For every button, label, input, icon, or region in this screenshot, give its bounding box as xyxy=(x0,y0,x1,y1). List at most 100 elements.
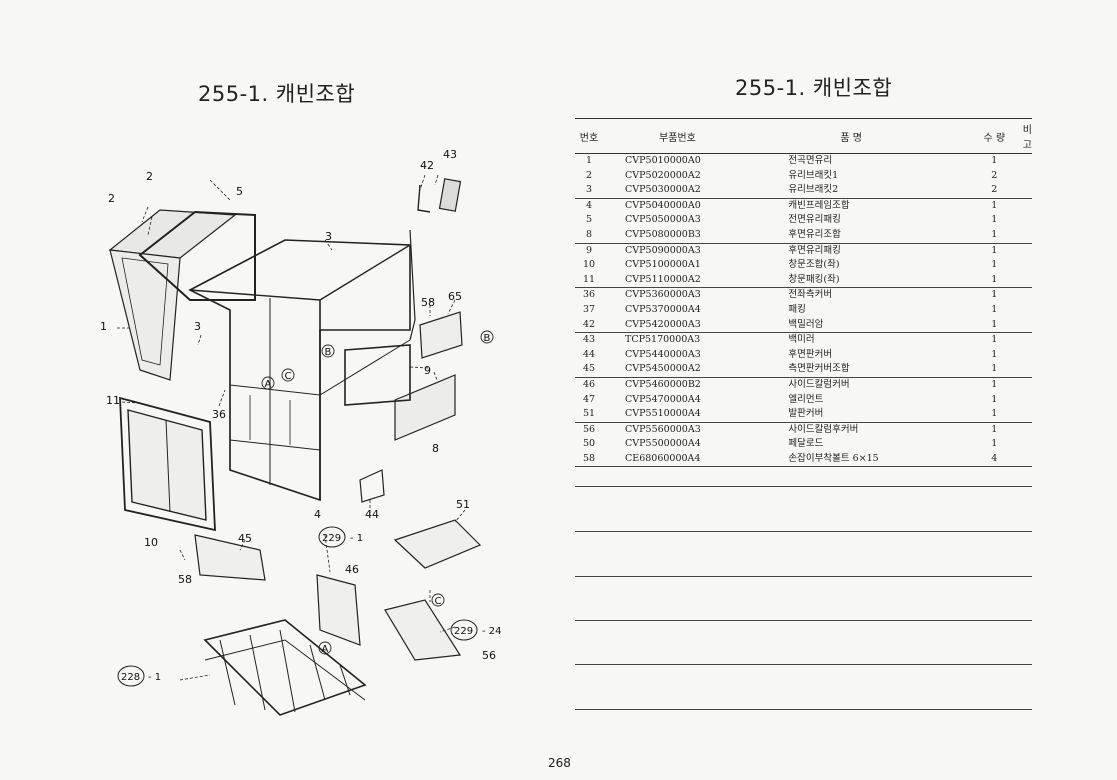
blank-rule xyxy=(575,531,1032,532)
cell-qty: 2 xyxy=(973,183,1015,199)
cell-part-number: TCP5170000A3 xyxy=(625,334,701,346)
cell-remark xyxy=(1015,288,1032,303)
cell-part-number: CVP5020000A2 xyxy=(625,169,701,181)
cell-no: 44 xyxy=(582,348,596,360)
marker-c-upper: C xyxy=(285,371,292,382)
callout-43: 43 xyxy=(443,148,457,161)
cell-no: 10 xyxy=(582,259,596,271)
cell-qty: 1 xyxy=(973,227,1015,244)
header-name: 품 명 xyxy=(770,118,974,154)
cell-qty: 1 xyxy=(991,303,998,315)
cell-remark xyxy=(1015,393,1032,408)
rear-packing-shape xyxy=(344,344,411,406)
callout-45: 45 xyxy=(238,532,252,545)
cell-part-number: CVP5050000A3 xyxy=(625,214,701,226)
cell-no: 36 xyxy=(582,289,596,301)
cell-qty: 1 xyxy=(991,378,998,390)
callout-9: 9 xyxy=(424,364,431,377)
cell-remark xyxy=(1015,377,1032,392)
cell-remark xyxy=(1014,407,1032,423)
cell-name: 유리브래킷2 xyxy=(770,183,974,199)
side-cover-shape xyxy=(194,534,266,581)
cell-part-number: CVP5510000A4 xyxy=(603,407,771,423)
cell-qty: 1 xyxy=(991,244,998,256)
column-cover-shape xyxy=(316,574,361,646)
cell-name: 유리브래킷1 xyxy=(788,169,839,181)
glass-packing-shape xyxy=(138,210,256,301)
cell-qty: 1 xyxy=(973,362,1015,378)
cell-part-number: CVP5460000B2 xyxy=(625,378,701,390)
cell-part-number: CVP5450000A2 xyxy=(603,362,771,378)
cell-part-number: CVP5560000A3 xyxy=(625,423,701,435)
marker-a-lower: A xyxy=(322,644,329,655)
ref-229-24-id: 229 xyxy=(454,626,473,637)
cell-no: 8 xyxy=(575,227,603,244)
cell-part-number: CVP5110000A2 xyxy=(603,272,771,289)
cell-name: 백밀러암 xyxy=(770,317,974,334)
cell-qty: 1 xyxy=(991,423,998,435)
cell-part-number: CVP5040000A0 xyxy=(625,199,701,211)
cell-qty: 1 xyxy=(991,199,998,211)
parts-list-title: 255-1. 캐빈조합 xyxy=(735,76,893,100)
cell-no: 58 xyxy=(575,451,603,468)
cell-remark xyxy=(1015,422,1032,437)
callout-44: 44 xyxy=(365,508,379,521)
cell-no: 56 xyxy=(582,423,596,435)
ref-228-1-id: 228 xyxy=(121,672,140,683)
cell-part-number: CVP5090000A3 xyxy=(625,244,701,256)
cell-remark xyxy=(1015,437,1032,452)
door-packing-shape xyxy=(119,396,216,532)
cell-part-number: CVP5030000A2 xyxy=(603,183,771,199)
cell-part-number: CE68060000A4 xyxy=(603,451,771,468)
cell-part-number: CVP5500000A4 xyxy=(625,438,701,450)
cell-qty: 1 xyxy=(991,334,998,346)
cell-name: 엘리먼트 xyxy=(788,393,824,405)
cell-name: 측면판커버조합 xyxy=(770,362,974,378)
cell-no: 5 xyxy=(585,214,593,226)
cell-no: 1 xyxy=(585,155,593,166)
cell-no: 37 xyxy=(582,303,596,315)
side-panel-shape xyxy=(419,311,463,359)
cell-qty: 1 xyxy=(973,407,1015,423)
cell-no: 46 xyxy=(582,378,596,390)
ref-229-1-suffix: - 1 xyxy=(350,533,363,544)
cell-name: 전좌측커버 xyxy=(788,289,833,301)
cell-qty: 1 xyxy=(991,259,998,271)
cell-remark xyxy=(1015,243,1032,258)
table-row: 10 CVP5100000A1 창문조합(좌) 1 xyxy=(575,258,1032,273)
cell-remark xyxy=(1015,348,1032,363)
cell-name: 캐빈프레임조합 xyxy=(788,199,850,211)
cell-remark xyxy=(1014,227,1032,244)
cell-qty: 1 xyxy=(973,317,1015,334)
callout-51: 51 xyxy=(456,498,470,511)
cell-no: 50 xyxy=(582,438,596,450)
callout-11: 11 xyxy=(106,394,120,407)
callout-5: 5 xyxy=(236,185,243,198)
cell-remark xyxy=(1015,303,1032,318)
mirror-shape xyxy=(438,178,462,212)
cell-name: 창문패킹(좌) xyxy=(770,272,974,289)
header-part-number: 부품번호 xyxy=(603,118,771,154)
cell-remark xyxy=(1015,198,1032,213)
cell-remark xyxy=(1015,213,1032,228)
mirror-arm-shape xyxy=(417,184,431,213)
cell-qty: 1 xyxy=(991,393,998,405)
cell-name: 창문조합(좌) xyxy=(788,259,840,271)
cell-part-number: CVP5100000A1 xyxy=(625,259,701,271)
cell-remark xyxy=(1014,183,1032,199)
exploded-parts-diagram: 1 2 2 3 3 4 5 8 9 10 11 36 42 43 44 45 4… xyxy=(100,148,502,716)
callout-1: 1 xyxy=(100,320,107,333)
cell-remark xyxy=(1014,451,1032,468)
callout-2a: 2 xyxy=(108,192,115,205)
